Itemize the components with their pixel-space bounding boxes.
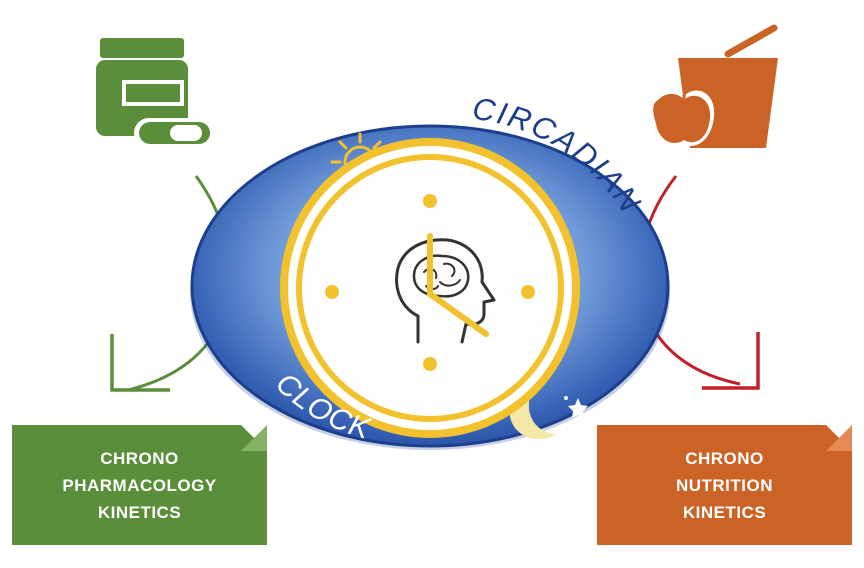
left-box-line-1: CHRONO	[100, 448, 179, 468]
hour-marker-9	[325, 285, 339, 299]
hour-marker-3	[521, 285, 535, 299]
left-box-folded-corner	[241, 425, 267, 451]
apple-and-drink-icon	[649, 24, 778, 148]
left-box-line-3: KINETICS	[97, 502, 182, 522]
right-box-folded-corner	[826, 425, 852, 451]
right-box-line-1: CHRONO	[685, 448, 764, 468]
minute-hand	[427, 291, 489, 337]
clock-hands	[427, 233, 489, 337]
chrononutrition-kinetics-box: CHRONO NUTRITION KINETICS	[597, 425, 852, 545]
left-box-line-2: PHARMACOLOGY	[62, 475, 217, 495]
right-box-line-2: NUTRITION	[675, 475, 774, 495]
medicine-bottle-icon	[96, 38, 214, 148]
right-box-line-3: KINETICS	[682, 502, 767, 522]
chronopharmacology-kinetics-box: CHRONO PHARMACOLOGY KINETICS	[12, 425, 267, 545]
hour-marker-6	[423, 357, 437, 371]
hour-marker-12	[423, 194, 437, 208]
